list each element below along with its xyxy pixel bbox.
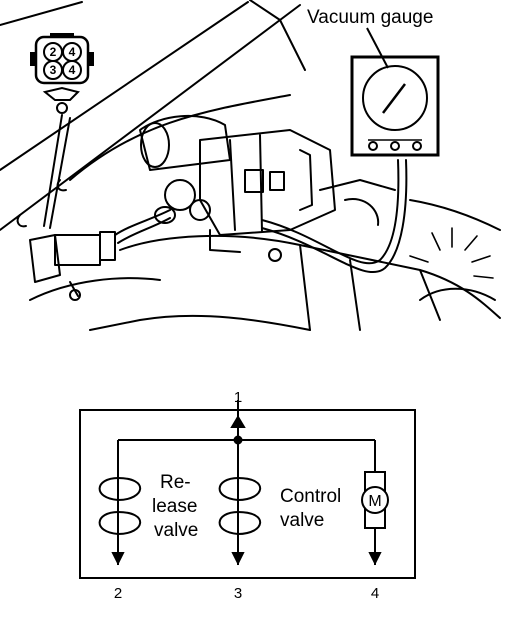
connector-pin-1: 2 bbox=[50, 45, 57, 59]
vacuum-gauge-icon bbox=[350, 27, 440, 157]
connector-pin-icon: 2 4 3 4 bbox=[30, 33, 94, 114]
terminal-1: 1 bbox=[234, 389, 242, 406]
vacuum-gauge-label: Vacuum gauge bbox=[307, 7, 433, 28]
terminal-2: 2 bbox=[114, 585, 122, 602]
connector-pin-3: 3 bbox=[50, 63, 57, 77]
terminal-4: 4 bbox=[371, 585, 379, 602]
control-valve-label-2: valve bbox=[280, 510, 324, 531]
engine-illustration bbox=[0, 0, 501, 331]
motor-icon: M bbox=[361, 471, 389, 529]
connector-pin-4: 4 bbox=[69, 63, 76, 77]
control-valve-label-1: Control bbox=[280, 486, 341, 507]
connector-pin-2: 4 bbox=[69, 45, 76, 59]
release-valve-label-1: Re- bbox=[160, 472, 191, 493]
release-valve-label-3: valve bbox=[154, 520, 198, 541]
terminal-3: 3 bbox=[234, 585, 242, 602]
release-valve-label-2: lease bbox=[152, 496, 197, 517]
motor-symbol: M bbox=[368, 493, 381, 510]
schematic-frame bbox=[79, 409, 416, 579]
valve-schematic bbox=[79, 400, 416, 579]
